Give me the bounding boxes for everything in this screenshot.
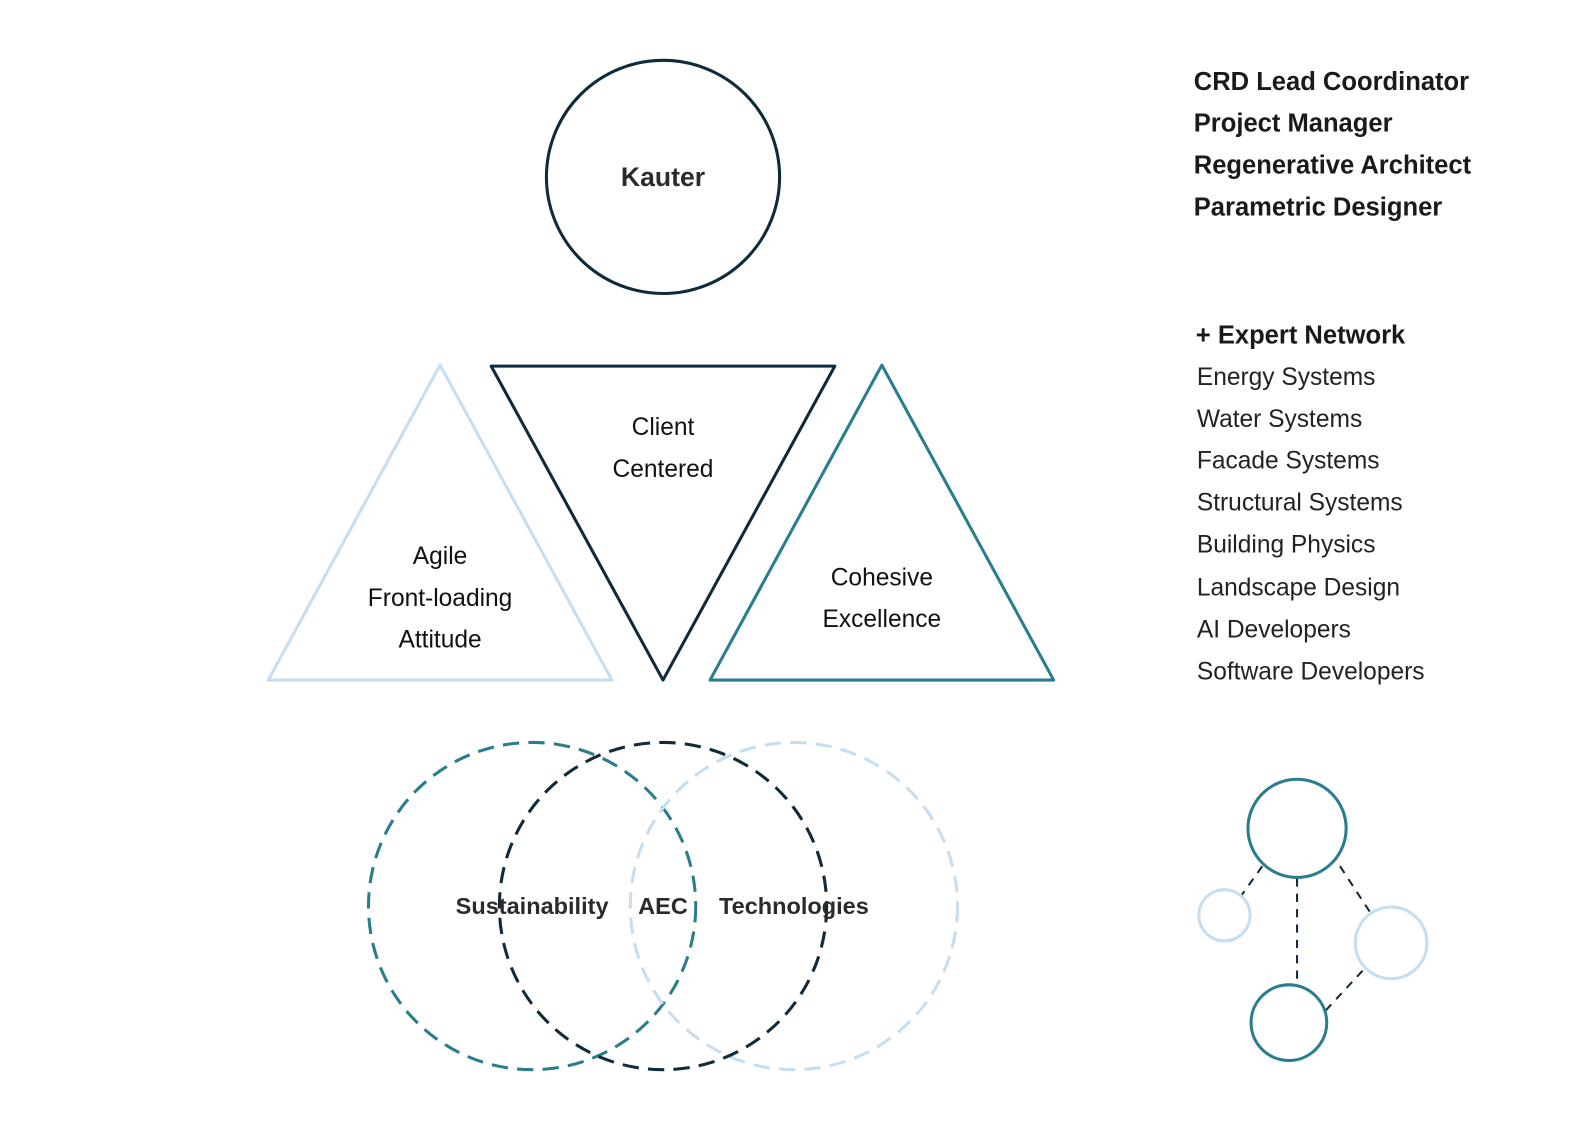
network-node-satellite <box>1353 905 1429 981</box>
venn-label-aec: AEC <box>638 893 688 919</box>
team-item: Regenerative Architect <box>1194 152 1472 180</box>
network-link <box>1241 865 1264 896</box>
pillar-client-triangle <box>489 364 837 682</box>
pillar-agile-line-3: Attitude <box>398 627 481 654</box>
central-node-label: Kauter <box>621 162 705 192</box>
venn-diagram: Sustainability AEC Technologies <box>366 740 960 1072</box>
pillar-client-line-1: Client <box>632 414 695 441</box>
venn-circle-aec <box>497 740 829 1072</box>
expert-item: Structural Systems <box>1197 490 1403 517</box>
team-item: Parametric Designer <box>1194 194 1443 222</box>
network-node-member <box>1249 983 1329 1063</box>
expert-item: Energy Systems <box>1197 364 1376 391</box>
expert-item: Facade Systems <box>1197 448 1380 475</box>
pillar-cohesive-line-2: Excellence <box>823 606 942 633</box>
team-list: CRD Lead Coordinator Project Manager Reg… <box>1194 68 1472 222</box>
expert-item: Water Systems <box>1197 406 1362 433</box>
expert-item: Landscape Design <box>1197 575 1400 602</box>
pillar-client-line-2: Centered <box>613 456 714 483</box>
network-link <box>1324 966 1367 1012</box>
pillar-cohesive-line-1: Cohesive <box>831 564 933 591</box>
venn-label-technologies: Technologies <box>719 893 869 919</box>
network-link <box>1339 865 1372 914</box>
pillar-agile: Agile Front-loading Attitude <box>266 363 614 682</box>
expert-network-heading: + Expert Network <box>1196 321 1406 349</box>
pillar-agile-triangle <box>266 363 614 682</box>
pillar-client: Client Centered <box>489 364 837 682</box>
network-node-hub <box>1246 777 1348 879</box>
venn-label-sustainability: Sustainability <box>456 893 609 919</box>
network-node-satellite <box>1197 888 1252 943</box>
team-item: Project Manager <box>1194 110 1393 138</box>
expert-network-list: + Expert Network Energy Systems Water Sy… <box>1196 321 1425 685</box>
pillar-agile-line-1: Agile <box>413 543 468 570</box>
team-item: CRD Lead Coordinator <box>1194 68 1469 96</box>
pillar-cohesive: Cohesive Excellence <box>708 363 1056 682</box>
venn-circle-sustainability <box>366 740 698 1072</box>
central-node: Kauter <box>544 58 782 296</box>
network-icon <box>1197 777 1429 1063</box>
expert-item: Building Physics <box>1197 532 1376 559</box>
pillar-agile-line-2: Front-loading <box>368 585 513 612</box>
central-node-circle <box>544 58 782 296</box>
expert-item: Software Developers <box>1197 658 1425 685</box>
expert-item: AI Developers <box>1197 616 1351 643</box>
venn-circle-technologies <box>628 740 960 1072</box>
pillar-cohesive-triangle <box>708 363 1056 682</box>
